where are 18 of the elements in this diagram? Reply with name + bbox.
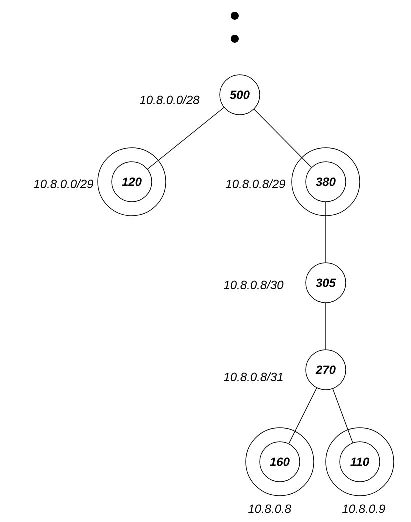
tree-node: 270 [306,350,346,390]
tree-node: 160 [246,428,314,496]
tree-node: 380 [292,148,360,216]
prefix-label: 10.8.0.0/29 [34,180,94,188]
tree-edge [288,388,318,444]
tree-edge [332,388,354,444]
prefix-label: 10.8.0.8/29 [226,180,286,188]
tree-edge [148,107,224,170]
prefix-label: 10.8.0.8/30 [224,280,284,290]
prefix-label: 10.8.0.8/31 [224,372,283,382]
prefix-label: 10.8.0.0/28 [140,96,200,104]
prefix-label: 10.8.0.9 [342,504,386,514]
tree-node: 110 [326,428,394,496]
tree-node: 305 [306,262,346,304]
tree-node: 120 [98,148,166,216]
tree-edge [254,109,312,168]
prefix-label: 10.8.0.8 [248,504,292,514]
tree-node: 500 [220,74,260,116]
